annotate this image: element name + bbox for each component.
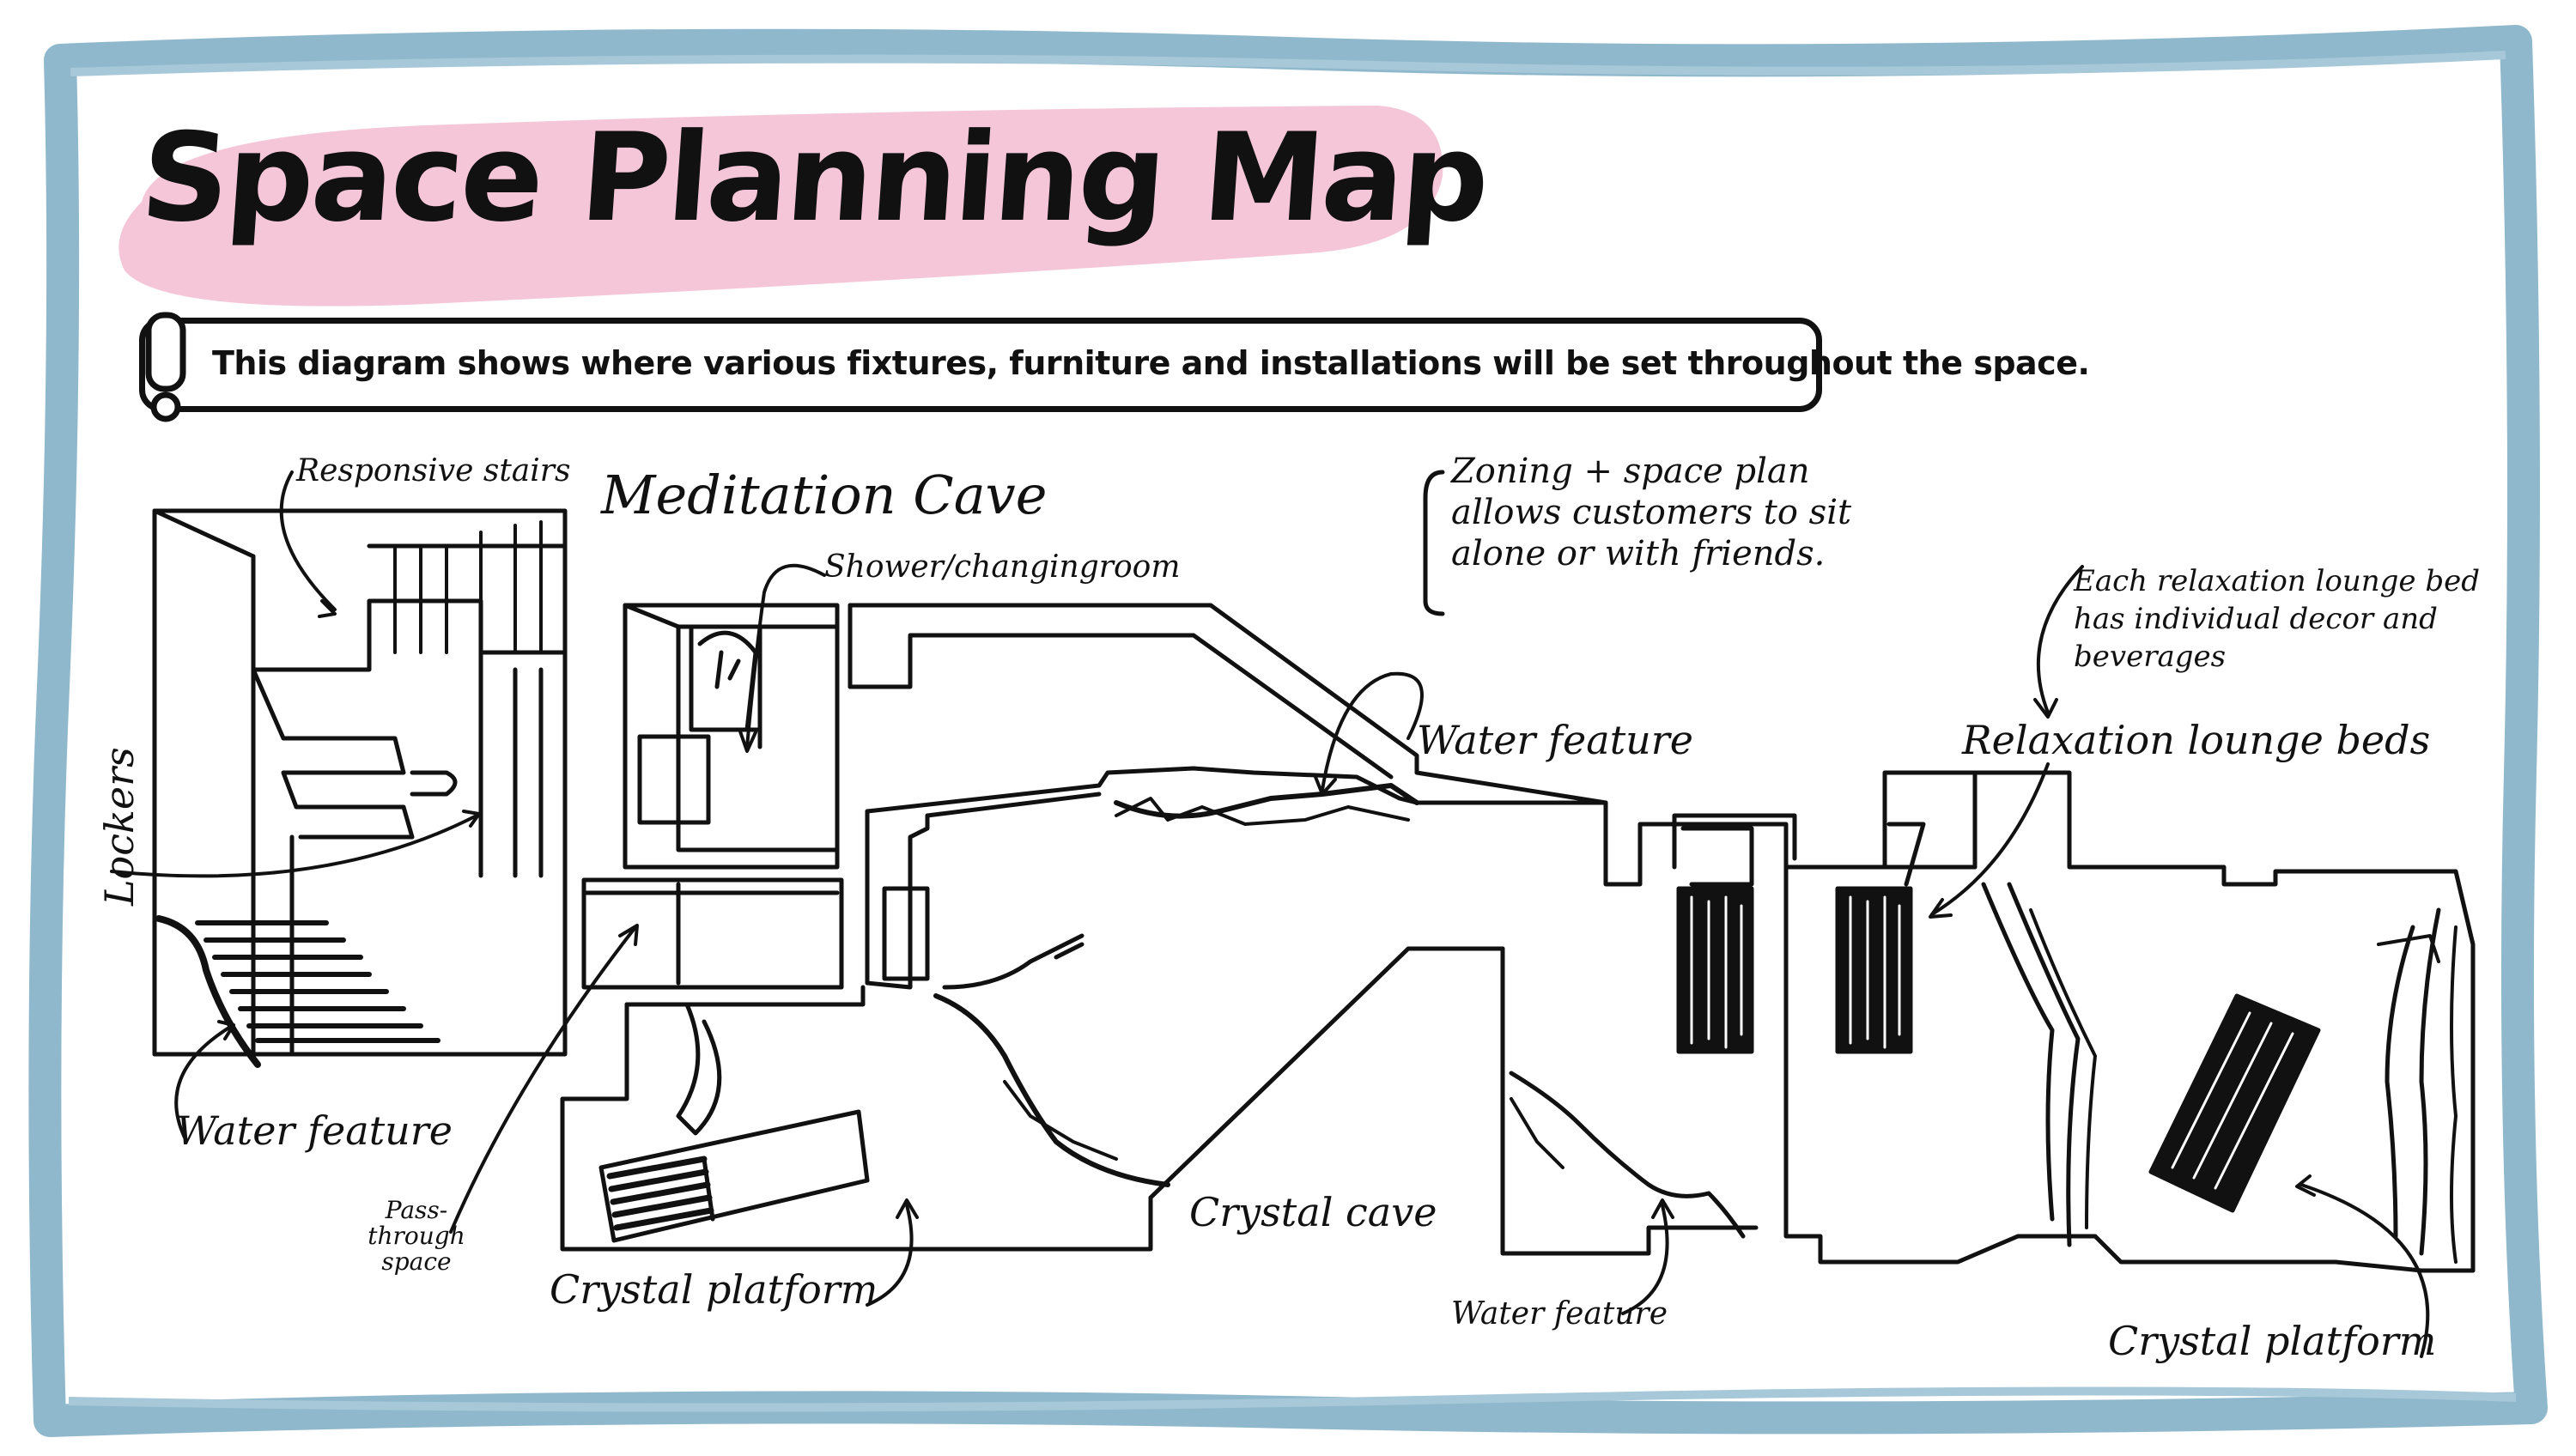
label-water-feature-bottom: Water feature xyxy=(1451,1296,1668,1332)
lounge-bed-1 xyxy=(1676,886,1754,1054)
lounge-bed-2 xyxy=(1835,886,1913,1054)
label-shower-changing: Shower/changingroom xyxy=(824,549,1181,585)
arrow-water-top xyxy=(1321,671,1424,792)
arrow-water-left xyxy=(174,1024,234,1139)
crystal-platform-right xyxy=(2148,993,2321,1213)
arrow-lockers xyxy=(110,814,478,878)
arrow-platform-left xyxy=(866,1200,914,1307)
notice-text: This diagram shows where various fixture… xyxy=(212,344,2090,382)
label-crystal-platform-left: Crystal platform xyxy=(550,1266,878,1313)
label-relaxation-note: Each relaxation lounge bed has individua… xyxy=(2074,564,2480,674)
label-water-feature-top: Water feature xyxy=(1417,717,1694,763)
pass-through-room xyxy=(581,877,844,990)
arrow-stairs xyxy=(279,470,337,611)
zoning-bracket xyxy=(1423,470,1445,616)
exclamation-icon xyxy=(145,312,186,422)
label-water-feature-left: Water feature xyxy=(176,1107,453,1154)
arrow-water-bottom xyxy=(1621,1200,1669,1315)
label-relaxation-beds: Relaxation lounge beds xyxy=(1962,717,2431,763)
annotation-arrows xyxy=(110,470,2430,1358)
notice-box: This diagram shows where various fixture… xyxy=(139,312,2090,422)
label-crystal-platform-right: Crystal platform xyxy=(2108,1318,2437,1364)
stair-room xyxy=(152,508,568,1068)
label-crystal-cave: Crystal cave xyxy=(1189,1189,1437,1235)
right-wing xyxy=(1414,770,2476,1273)
arrow-platform-right xyxy=(2300,1183,2430,1358)
arrow-relax-beds xyxy=(1930,762,2050,916)
label-pass-through: Pass-through space xyxy=(368,1196,465,1276)
label-lockers: Lockers xyxy=(96,747,143,906)
label-meditation-cave: Meditation Cave xyxy=(601,464,1048,526)
arrow-relax-note xyxy=(2036,565,2084,714)
shower-room xyxy=(623,603,840,870)
label-responsive-stairs: Responsive stairs xyxy=(296,453,571,488)
arrow-pass-through xyxy=(449,925,637,1234)
title-block: Space Planning Map xyxy=(107,99,1492,309)
crystal-cave-zone xyxy=(560,766,1505,1252)
arrow-shower xyxy=(745,563,826,749)
title-highlight xyxy=(118,106,1443,306)
label-zoning-note: Zoning + space plan allows customers to … xyxy=(1451,452,1852,573)
